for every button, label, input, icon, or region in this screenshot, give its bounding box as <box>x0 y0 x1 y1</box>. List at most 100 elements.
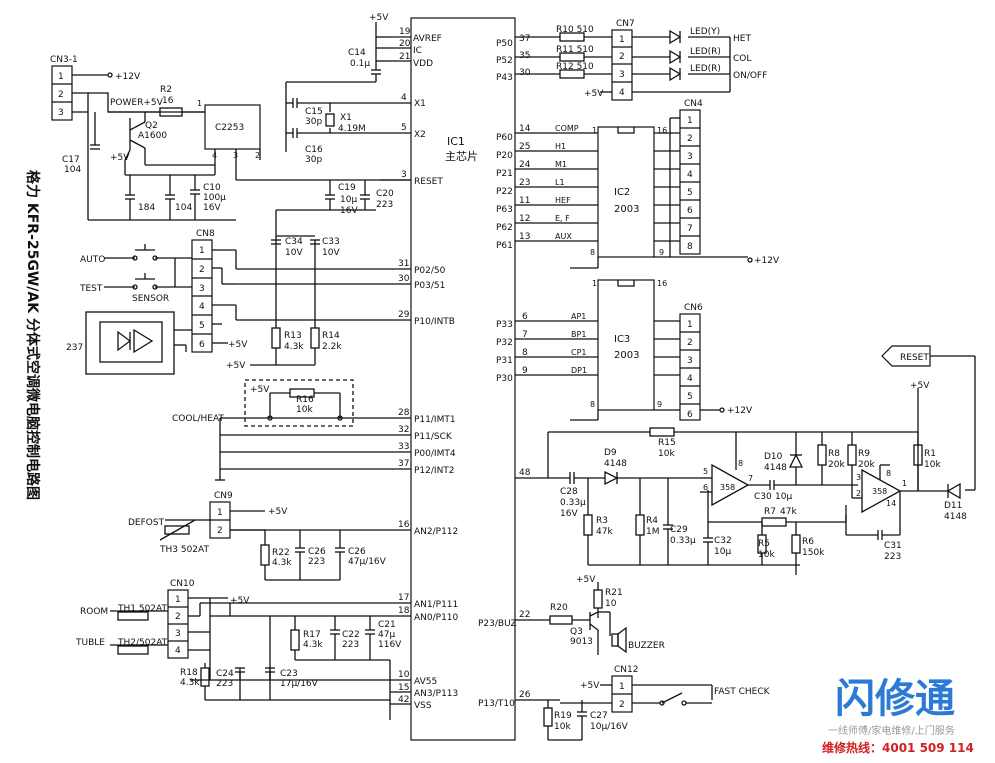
r7-value: 47k <box>780 507 797 517</box>
pin-num: 17 <box>398 593 409 603</box>
pin-num: 16 <box>657 126 667 135</box>
d11-label: D11 <box>944 501 962 511</box>
port-label: P62 <box>496 223 513 233</box>
pin-num: 37 <box>519 34 530 44</box>
pin-num: 2 <box>619 700 625 710</box>
ic3-section: IC3 2003 1 16 8 9 AP1 BP1 CP1 DP1 <box>570 279 720 421</box>
r18-value: 4.3k <box>180 678 200 688</box>
pin-label: P11/SCK <box>414 432 453 442</box>
port-label: P32 <box>496 338 513 348</box>
pin-num: 3 <box>856 473 861 482</box>
c24-value: 223 <box>216 679 233 689</box>
c19-value2: 16V <box>340 206 358 216</box>
pin-label: AN2/P112 <box>414 527 458 537</box>
pin-num: 1 <box>197 99 202 108</box>
c26-label: C26 <box>308 547 326 557</box>
c33-value: 10V <box>322 248 340 258</box>
cn9-section: CN9 1 2 +5V DEFOST TH3 502AT R22 4.3k C <box>128 491 387 581</box>
pin-num: 7 <box>748 474 753 483</box>
cn12-vcc: +5V <box>580 681 600 691</box>
pin-num: 1 <box>592 126 597 135</box>
port-label: P50 <box>496 39 513 49</box>
r17-label: R17 <box>303 630 321 640</box>
c26b-label: C26 <box>348 547 366 557</box>
pin-label: IC <box>413 46 422 56</box>
r13-label: R13 <box>284 331 302 341</box>
pin-label: P02/50 <box>414 266 446 276</box>
cn4-v12: +12V <box>754 256 780 266</box>
ic2-section: IC2 2003 1 16 8 9 COMP H1 M1 L1 HEF E, F… <box>555 117 748 269</box>
power-label: POWER+5V <box>110 98 164 108</box>
port-label: P60 <box>496 133 513 143</box>
th1-label: TH1 502AT <box>117 604 167 614</box>
pin-num: 5 <box>687 392 693 402</box>
c19-label: C19 <box>338 183 356 193</box>
pin-label: AN0/P110 <box>414 613 459 623</box>
reset-circuit: RESET <box>547 345 976 575</box>
pin-label: AV55 <box>414 677 437 687</box>
cn12-section: CN12 1 2 +5V FAST CHECK R19 10k C27 10μ <box>543 665 771 741</box>
pin-num: 1 <box>592 279 597 288</box>
onoff-label: ON/OFF <box>733 71 767 81</box>
sensor-label: SENSOR <box>132 294 169 304</box>
ic1-sub-label: 主芯片 <box>445 149 478 163</box>
r9-value: 20k <box>858 460 875 470</box>
pin-num: 1 <box>687 320 693 330</box>
cool-vcc: +5V <box>250 385 270 395</box>
r2-label: R2 <box>160 85 172 95</box>
pin-num: 2 <box>217 526 223 536</box>
d9-label: D9 <box>604 448 617 458</box>
pin-num: 1 <box>175 595 181 605</box>
pin-num: 29 <box>398 310 410 320</box>
brand-slogan: 一线师傅/家电维修/上门服务 <box>828 724 955 737</box>
c31-label: C31 <box>884 541 902 551</box>
r12-label: R12 510 <box>556 62 594 72</box>
d10-value: 4148 <box>764 463 787 473</box>
pin-num: 10 <box>398 670 410 680</box>
defost-label: DEFOST <box>128 518 165 528</box>
pin-num: 4 <box>199 302 205 312</box>
reset-vcc: +5V <box>910 381 930 391</box>
c22-value: 223 <box>342 640 359 650</box>
c10-label: C10 <box>203 183 221 193</box>
c29-value: 0.33μ <box>670 536 696 546</box>
pin-num: 8 <box>886 469 891 478</box>
pin-num: 2 <box>687 134 693 144</box>
r6-value: 150k <box>802 548 825 558</box>
c20-label: C20 <box>376 189 394 199</box>
pin-num: 35 <box>519 51 530 61</box>
pin-num: 9 <box>657 400 662 409</box>
watermark: 闪修通 一线师傅/家电维修/上门服务 维修热线：4001 509 114 <box>822 676 974 755</box>
ic2-label: IC2 <box>614 187 630 198</box>
cn6-v12: +12V <box>727 406 753 416</box>
pin-num: 11 <box>519 196 530 206</box>
cn4-label: CN4 <box>684 99 703 109</box>
q2-label: Q2 <box>145 121 158 131</box>
ic1-main-chip: IC1 主芯片 <box>410 17 516 741</box>
reset-label: RESET <box>900 353 929 363</box>
buzzer-vcc: +5V <box>576 575 596 585</box>
pin-label: P10/INTB <box>414 317 455 327</box>
pin-num: 5 <box>401 123 407 133</box>
port-label: P20 <box>496 151 513 161</box>
pin-label: AN3/P113 <box>414 689 458 699</box>
c19-value1: 10μ <box>340 195 357 205</box>
pin-num: 1 <box>902 479 907 488</box>
pin-num: 4 <box>175 646 181 656</box>
cn7-label: CN7 <box>616 19 635 29</box>
c10-value2: 16V <box>203 203 221 213</box>
r18-label: R18 <box>180 668 198 678</box>
tube-label: TUBLE <box>75 638 105 648</box>
r19-label: R19 <box>554 711 572 721</box>
cn7-led-section: CN7 1 2 3 4 R10 510 R11 510 R12 510 +5V … <box>556 19 767 101</box>
r4-label: R4 <box>646 516 658 526</box>
r5-label: R5 <box>758 539 770 549</box>
het-label: HET <box>733 34 751 44</box>
r4-value: 1M <box>646 527 660 537</box>
pin-num: 2 <box>199 265 205 275</box>
pin-label: AN1/P111 <box>414 600 458 610</box>
pin-num: 1 <box>619 682 625 692</box>
ic2-part: 2003 <box>614 204 639 215</box>
led-y-label: LED(Y) <box>690 27 720 37</box>
c27-label: C27 <box>590 711 608 721</box>
